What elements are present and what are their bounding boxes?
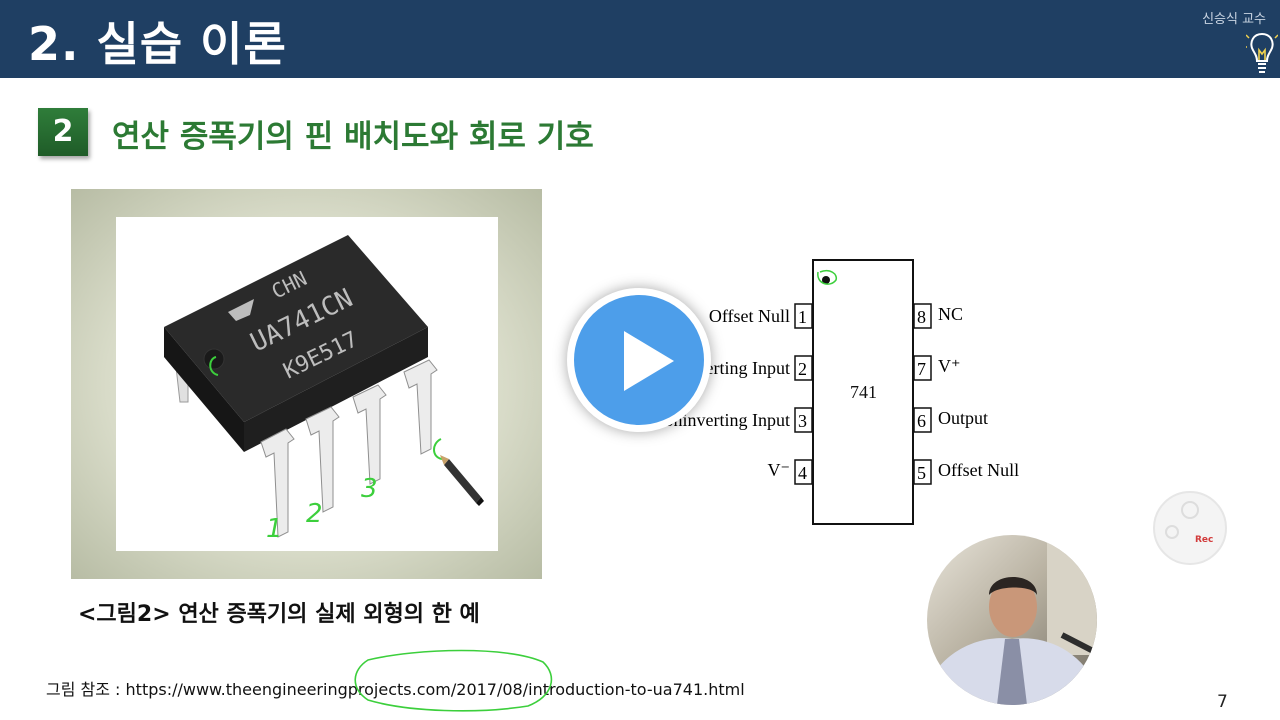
pin-6-number: 6	[917, 411, 926, 431]
figure-reference-link[interactable]: 그림 참조 : https://www.theengineeringprojec…	[46, 680, 745, 699]
pin-1-label: Offset Null	[709, 306, 790, 326]
pinout-diagram: 741 1 Offset Null 2 Inverting Input 3 No…	[652, 259, 1019, 525]
reference-annotation-circle	[354, 649, 553, 712]
section-title: 연산 증폭기의 핀 배치도와 회로 기호	[112, 119, 594, 155]
chip-photo: CHN UA741CN K9E517 1 2 3	[116, 217, 498, 551]
page-number: 7	[1217, 692, 1228, 712]
pin-1-number: 1	[798, 307, 807, 327]
pin-7-label: V⁺	[938, 356, 961, 376]
professor-name: 신승식 교수	[1202, 12, 1266, 27]
pin-5-label: Offset Null	[938, 460, 1019, 480]
pin-6-label: Output	[938, 408, 988, 428]
section-number-badge: 2	[38, 108, 88, 156]
pin-7-number: 7	[917, 359, 926, 379]
pin-2-number: 2	[798, 359, 807, 379]
presenter-webcam	[927, 535, 1097, 705]
ic-chip-illustration: CHN UA741CN K9E517 1 2 3	[164, 235, 484, 544]
figure-caption: <그림2> 연산 증폭기의 실제 외형의 한 예	[78, 602, 480, 627]
pin-3-label: Noninverting Input	[652, 410, 790, 430]
pin-8-label: NC	[938, 304, 963, 324]
pin-3-number: 3	[798, 411, 807, 431]
handwritten-pin-2: 2	[306, 499, 323, 529]
pin-4-label: V⁻	[768, 460, 791, 480]
play-button[interactable]	[567, 288, 711, 432]
slide-title: 2. 실습 이론	[28, 17, 287, 71]
pin-8-number: 8	[917, 307, 926, 327]
presenter-avatar	[927, 535, 1097, 705]
lightbulb-icon	[1246, 32, 1278, 73]
handwritten-pin-1: 1	[266, 514, 283, 544]
chip-photo-frame: CHN UA741CN K9E517 1 2 3	[71, 189, 542, 579]
play-icon	[624, 331, 674, 391]
chip-label: 741	[850, 382, 877, 402]
title-bar: 2. 실습 이론 신승식 교수	[0, 0, 1280, 78]
recorder-widget-icon[interactable]	[1150, 488, 1230, 568]
pin-4-number: 4	[798, 463, 807, 483]
record-label[interactable]: Rec	[1195, 535, 1214, 545]
pen-cursor-icon	[440, 455, 484, 506]
pin-5-number: 5	[917, 463, 926, 483]
handwritten-pin-3: 3	[361, 474, 378, 504]
